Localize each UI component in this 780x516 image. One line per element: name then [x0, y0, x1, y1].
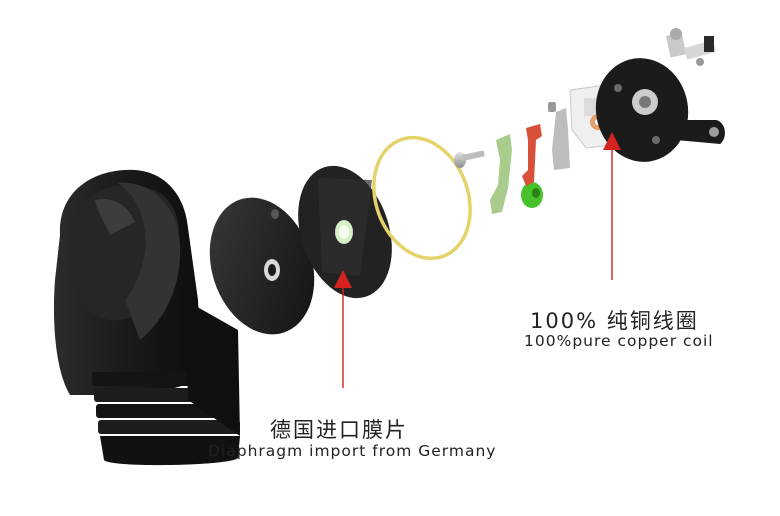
coil-arrow	[603, 132, 621, 280]
rear-cover-with-bracket	[595, 58, 725, 162]
diaphragm	[298, 165, 392, 299]
copper-coil-label-cn: 100% 纯铜线圈	[530, 309, 699, 333]
diaphragm-back-plate	[209, 197, 315, 335]
gasket-ring	[372, 135, 472, 261]
diaphragm-label-cn: 德国进口膜片	[270, 418, 408, 442]
green-contact-bracket	[490, 134, 512, 214]
green-spacer	[521, 182, 543, 208]
terminal-hardware	[666, 28, 717, 66]
copper-coil-label-en: 100%pure copper coil	[524, 332, 714, 350]
adjusting-bolt	[454, 150, 485, 168]
metal-contact-plate	[552, 108, 570, 170]
diaphragm-label-en: Diaphragm import from Germany	[208, 442, 497, 460]
horn-housing	[53, 169, 240, 466]
small-screw	[548, 102, 556, 112]
red-contact-bracket	[522, 124, 542, 186]
diaphragm-arrow	[334, 270, 352, 388]
